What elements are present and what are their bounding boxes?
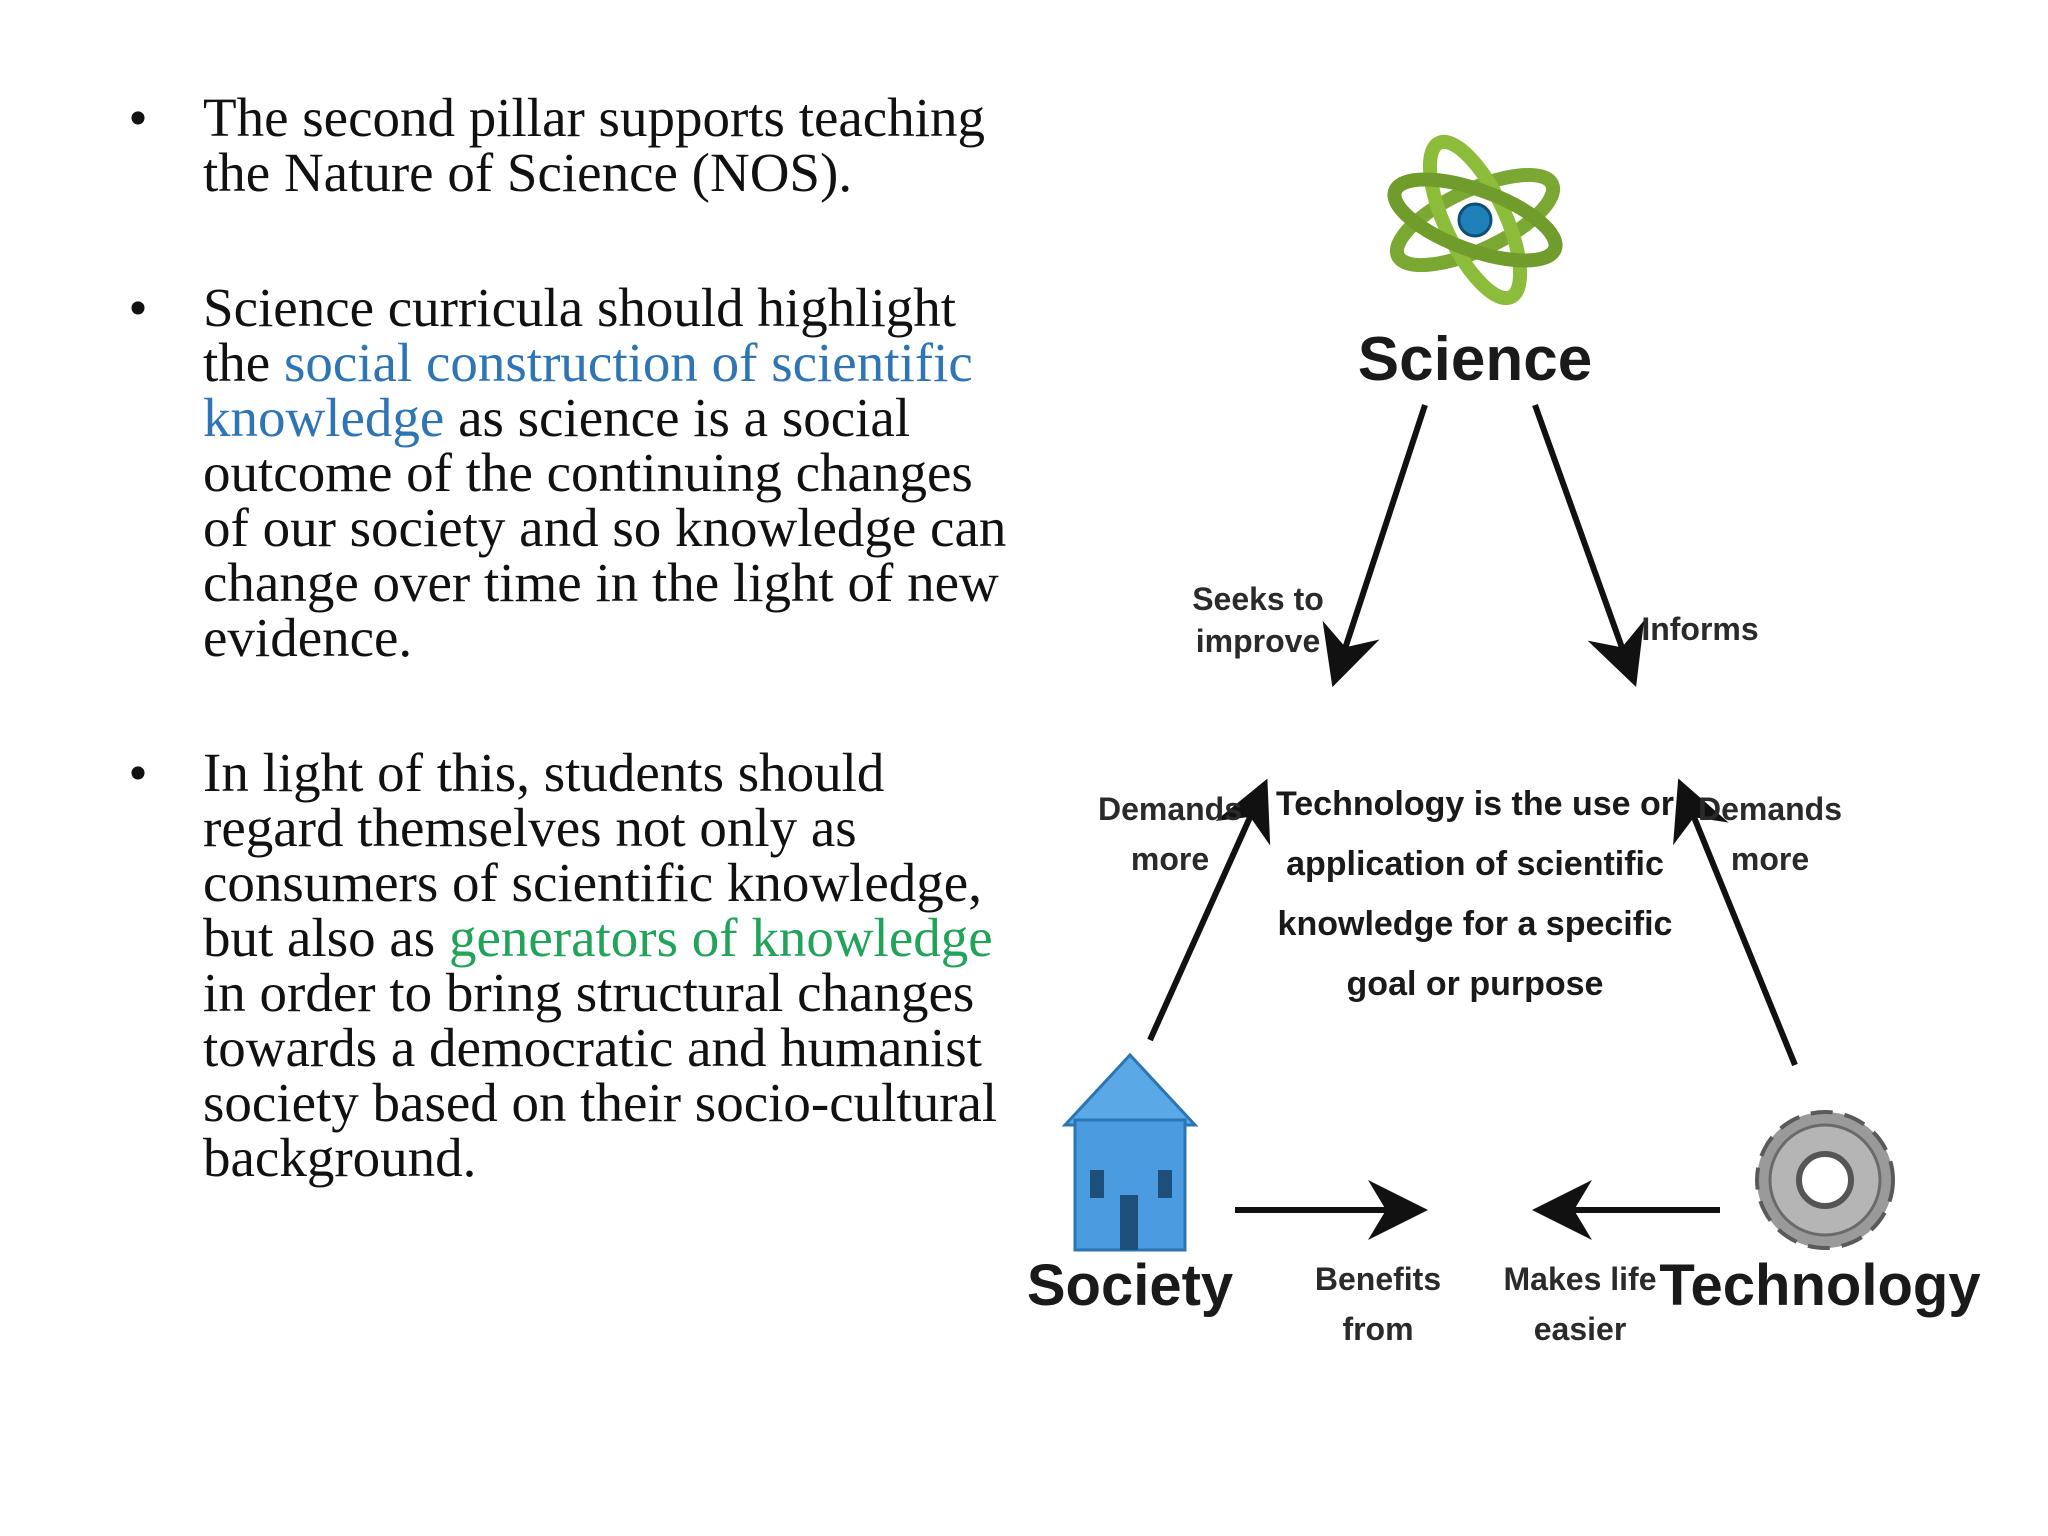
bullet-text-3: In light of this, students should regard… <box>203 742 998 1188</box>
bullet-dot: • <box>128 277 148 338</box>
bullet-item-2: • Science curricula should highlight the… <box>118 280 1018 665</box>
highlight-social-construction: social construction of scientific knowle… <box>203 332 973 448</box>
arrow-demands-more-left <box>1147 778 1271 1042</box>
edge-label-demands-right: Demands <box>1698 791 1842 827</box>
bullet-dot: • <box>128 742 148 803</box>
arrow-demands-more-right <box>1673 778 1798 1067</box>
edge-label-improve: improve <box>1196 623 1320 659</box>
bullet-dot: • <box>128 87 148 148</box>
center-text-line-3: knowledge for a specific <box>1278 905 1673 943</box>
edge-label-informs: Informs <box>1641 611 1758 647</box>
technology-label: Technology <box>1659 1253 1980 1318</box>
edge-label-more-right: more <box>1731 841 1809 877</box>
house-icon <box>1061 1052 1199 1252</box>
center-text-line-1: Technology is the use or <box>1276 785 1674 823</box>
edge-label-makes-life: Makes life <box>1504 1261 1657 1297</box>
society-label: Society <box>1027 1253 1233 1318</box>
bullet-item-1: • The second pillar supports teaching th… <box>118 90 1018 200</box>
edge-label-demands-left: Demands <box>1098 791 1242 827</box>
bullet-text-1: The second pillar supports teaching the … <box>203 87 986 203</box>
bullet-item-3: • In light of this, students should rega… <box>118 745 1018 1185</box>
center-text-line-4: goal or purpose <box>1347 965 1604 1003</box>
edge-label-seeks-to: Seeks to <box>1192 581 1324 617</box>
highlight-generators-of-knowledge: generators of knowledge <box>448 907 993 968</box>
center-text-line-2: application of scientific <box>1286 845 1664 883</box>
bullet-text-2: Science curricula should highlight the s… <box>203 277 1007 668</box>
diagram-svg: Science Seeks to improve Informs Technol… <box>1027 134 1980 1347</box>
edge-label-more-left: more <box>1131 841 1209 877</box>
bullet-list: • The second pillar supports teaching th… <box>118 90 1018 1265</box>
edge-label-from: from <box>1342 1311 1413 1347</box>
arrow-informs <box>1532 403 1645 687</box>
science-label: Science <box>1358 325 1592 394</box>
edge-label-easier: easier <box>1534 1311 1627 1347</box>
science-technology-society-diagram: Science Seeks to improve Informs Technol… <box>1020 80 1980 1380</box>
arrow-seeks-to-improve <box>1322 404 1428 688</box>
atom-icon <box>1387 134 1563 306</box>
gear-icon <box>1755 1110 1895 1250</box>
edge-label-benefits: Benefits <box>1315 1261 1441 1297</box>
